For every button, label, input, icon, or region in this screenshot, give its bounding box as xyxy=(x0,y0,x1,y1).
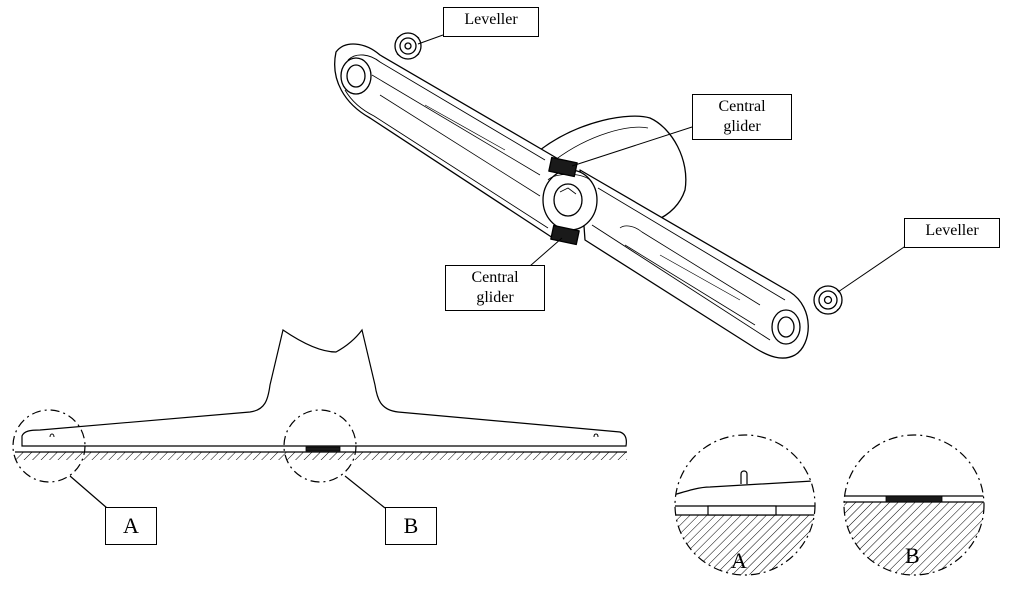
detail-circle-b xyxy=(283,409,357,483)
leveller-right-text: Leveller xyxy=(925,222,979,239)
detail-a-view xyxy=(674,434,816,576)
isometric-base xyxy=(334,43,809,359)
detail-a-reference-box: A xyxy=(105,507,157,545)
central-glider-top-line2: glider xyxy=(723,118,761,135)
base-profile xyxy=(21,328,627,447)
side-glider-pad xyxy=(305,446,341,452)
leveller-top-part xyxy=(394,32,422,60)
callout-leader-lines xyxy=(417,34,911,293)
detail-b-caption: B xyxy=(905,543,920,568)
central-glider-bottom-label: Central glider xyxy=(445,265,545,311)
central-glider-top-label: Central glider xyxy=(692,94,792,140)
central-glider-bottom-line2: glider xyxy=(476,289,514,306)
detail-b-reference-box: B xyxy=(385,507,437,545)
central-glider-bottom-pad xyxy=(550,224,580,246)
central-glider-top-pad xyxy=(548,156,578,178)
leveller-top-label: Leveller xyxy=(443,7,539,37)
central-glider-bottom-line1: Central xyxy=(471,269,519,286)
left-arm xyxy=(334,43,561,241)
leveller-right-label: Leveller xyxy=(904,218,1000,248)
detail-circle-a xyxy=(12,409,86,483)
leveller-right-part xyxy=(813,285,843,315)
detail-a-reference-text: A xyxy=(123,513,139,538)
detail-b-reference-text: B xyxy=(403,513,419,538)
leveller-top-text: Leveller xyxy=(464,11,518,28)
detail-a-caption: A xyxy=(731,548,747,573)
central-glider-top-line1: Central xyxy=(718,98,766,115)
floor-hatch xyxy=(15,452,627,460)
side-elevation xyxy=(12,328,627,509)
